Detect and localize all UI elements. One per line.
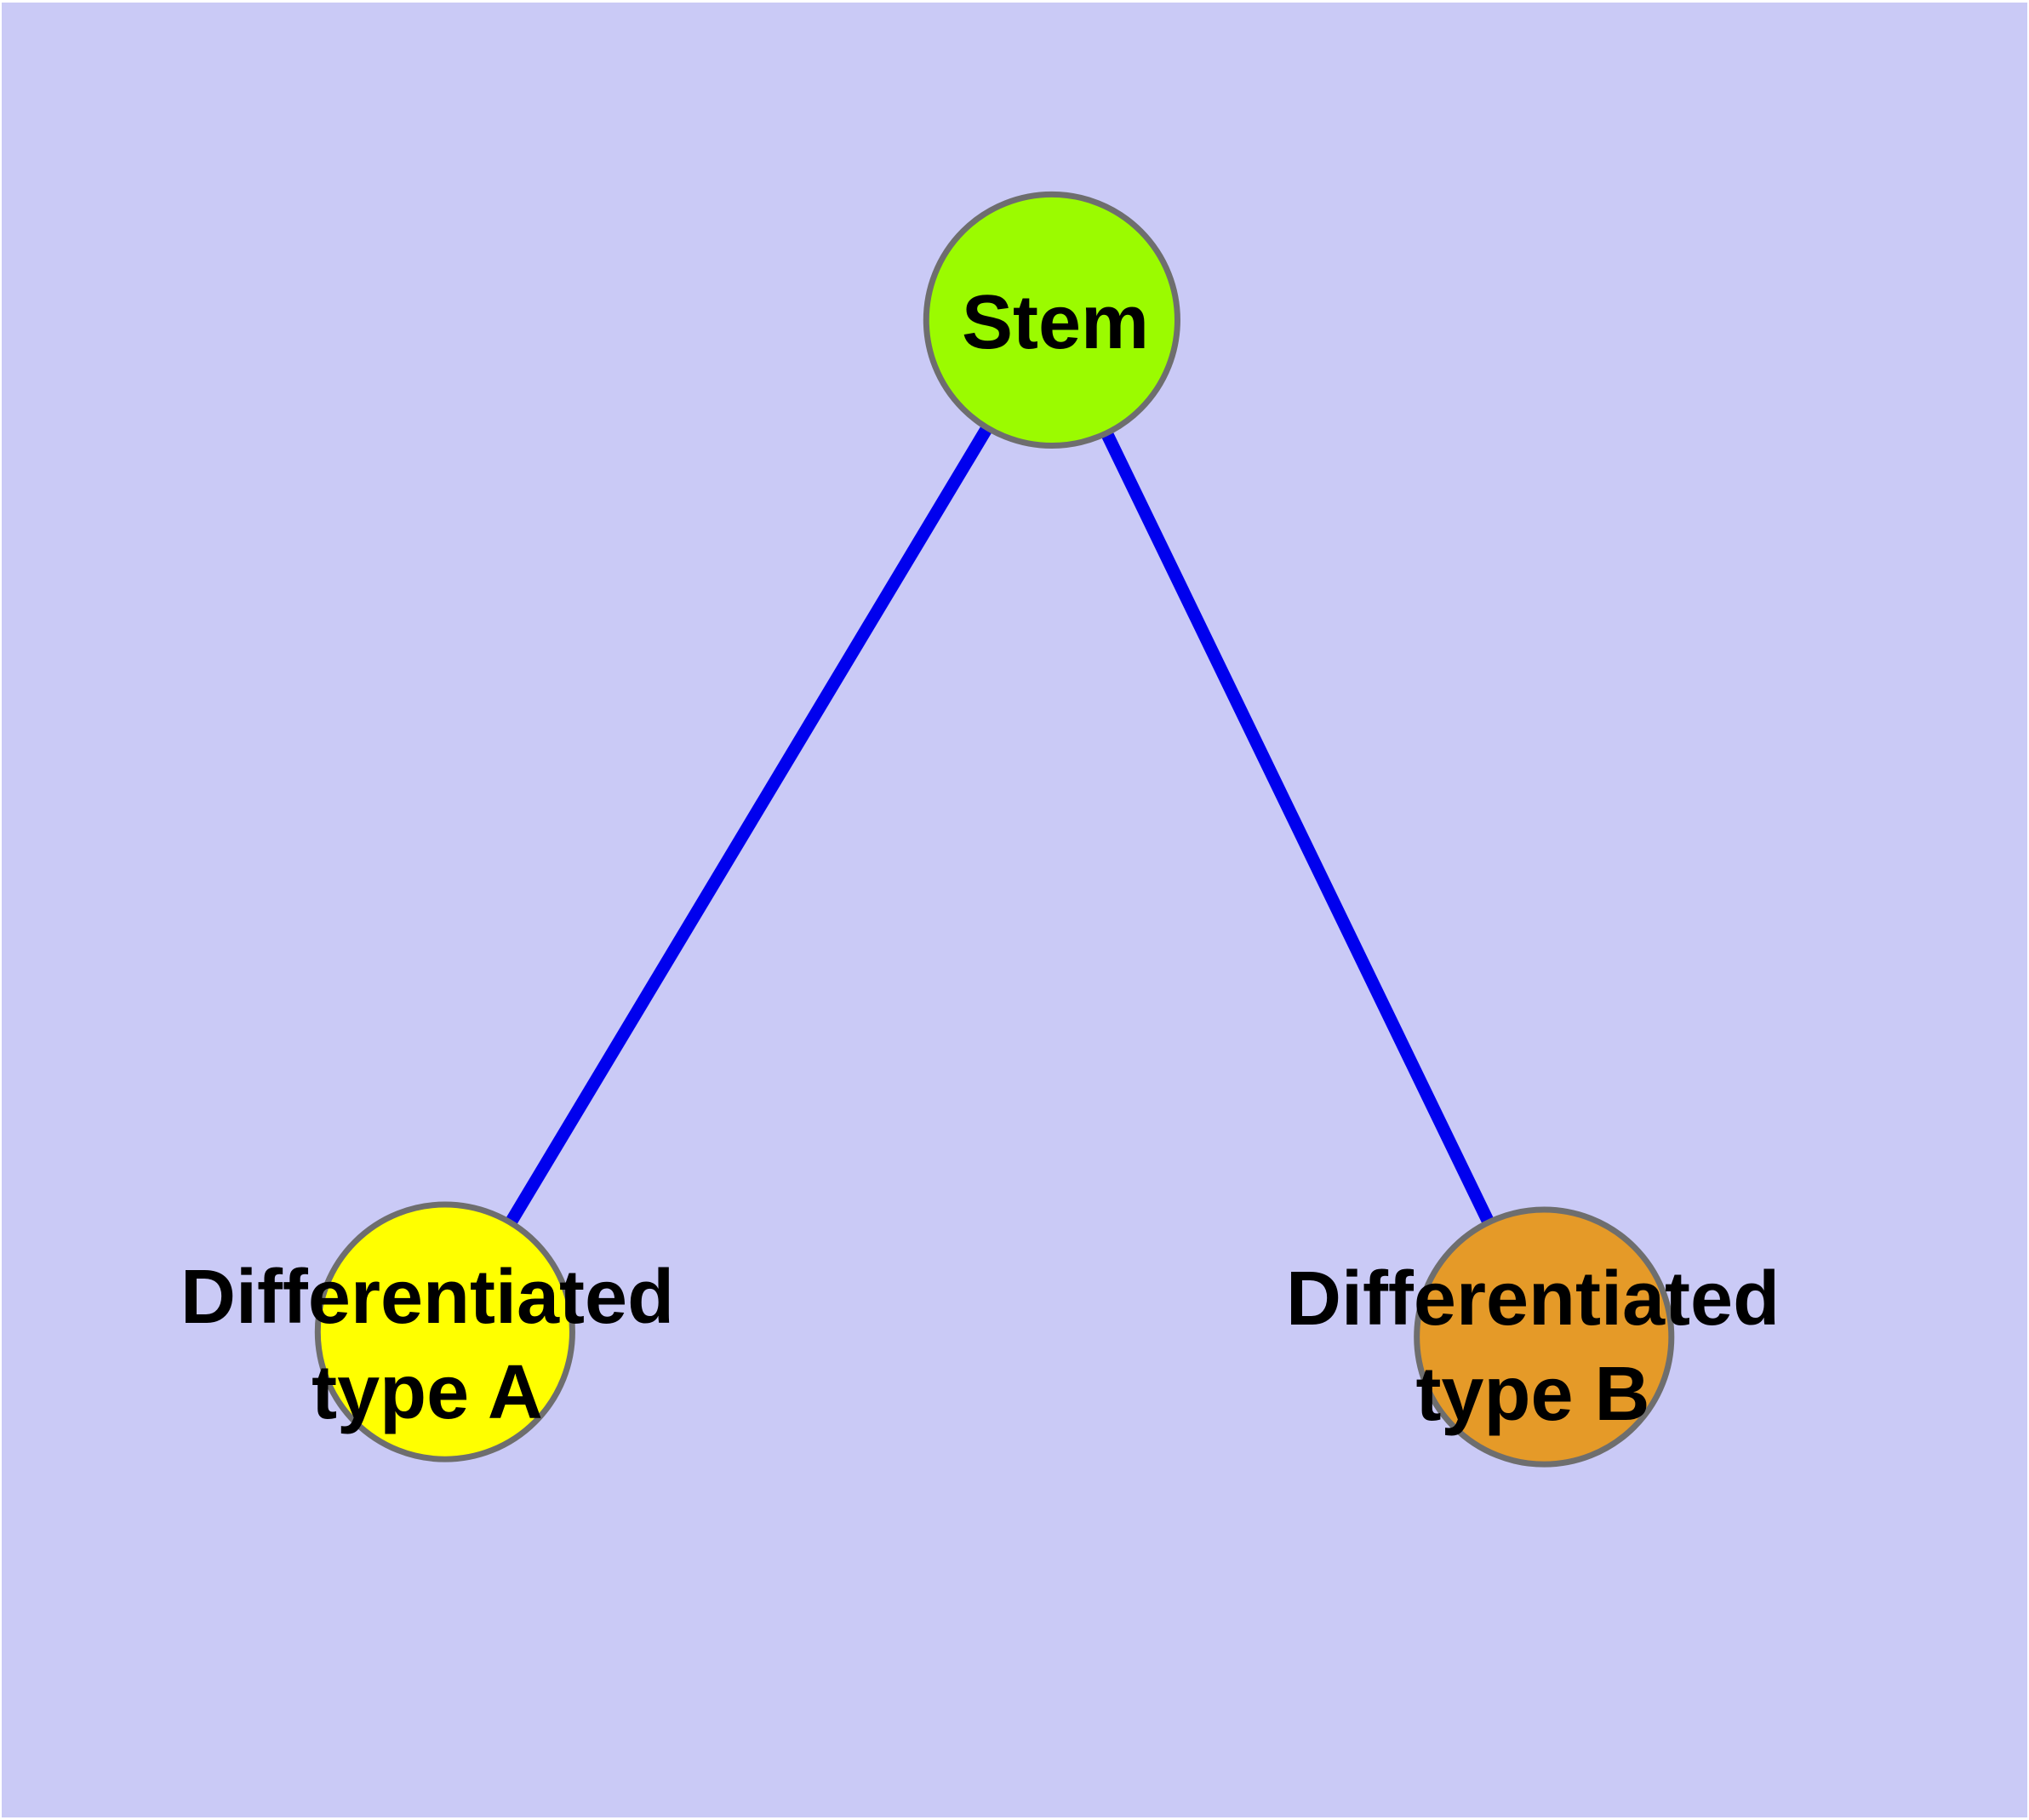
edge-stem-to-type-b <box>1046 317 1550 1340</box>
edge-stem-to-type-a <box>439 317 1058 1336</box>
graph-svg <box>314 191 1675 1468</box>
node-stem-circle[interactable] <box>923 191 1180 449</box>
node-differentiated-type-a-circle[interactable] <box>314 1201 575 1462</box>
node-differentiated-type-b-circle[interactable] <box>1414 1206 1675 1468</box>
